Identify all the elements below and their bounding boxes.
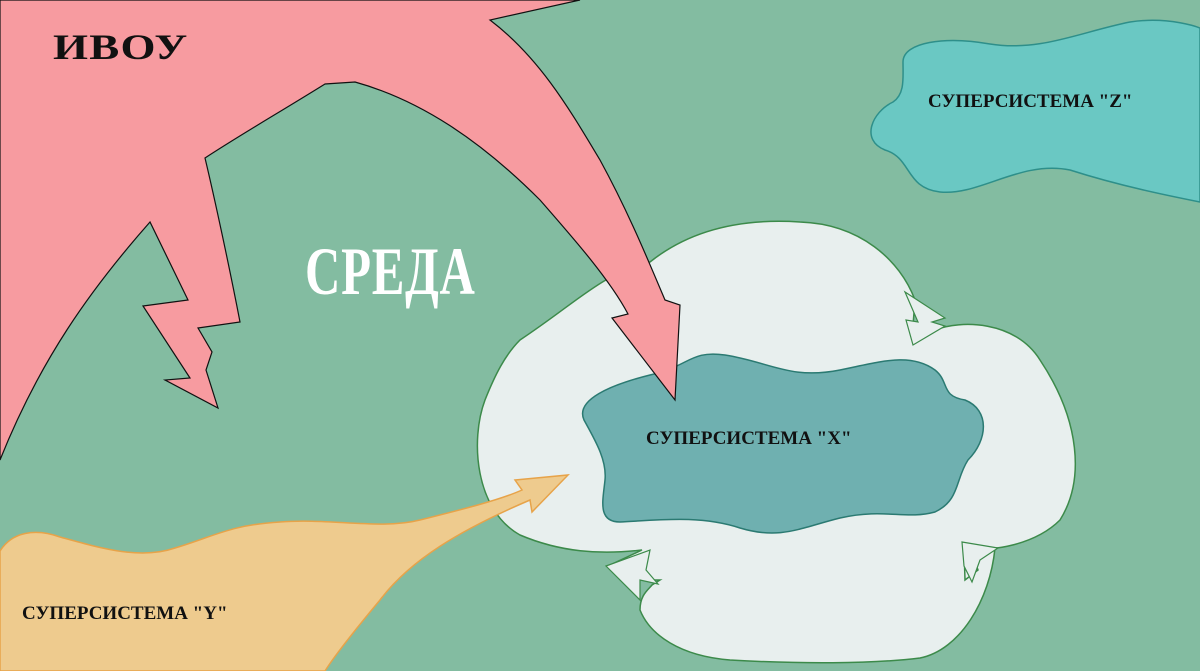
supersystem-x-label: СУПЕРСИСТЕМА "X" [646, 428, 852, 449]
supersystem-z-label: СУПЕРСИСТЕМА "Z" [928, 91, 1133, 112]
ivou-arrow-shape [0, 0, 681, 461]
ivou-label: ИВОУ [53, 27, 189, 67]
environment-label: СРЕДА [305, 233, 476, 309]
supersystem-y-shape [0, 474, 570, 671]
supersystem-z-cloud [870, 19, 1200, 203]
connector-arrow-top-right [903, 290, 947, 346]
connector-arrow-bottom-right [961, 541, 1000, 584]
supersystem-x-shape [581, 353, 985, 534]
connector-arrow-bottom-left [604, 549, 660, 602]
supersystem-y-label: СУПЕРСИСТЕМА "Y" [22, 603, 228, 624]
